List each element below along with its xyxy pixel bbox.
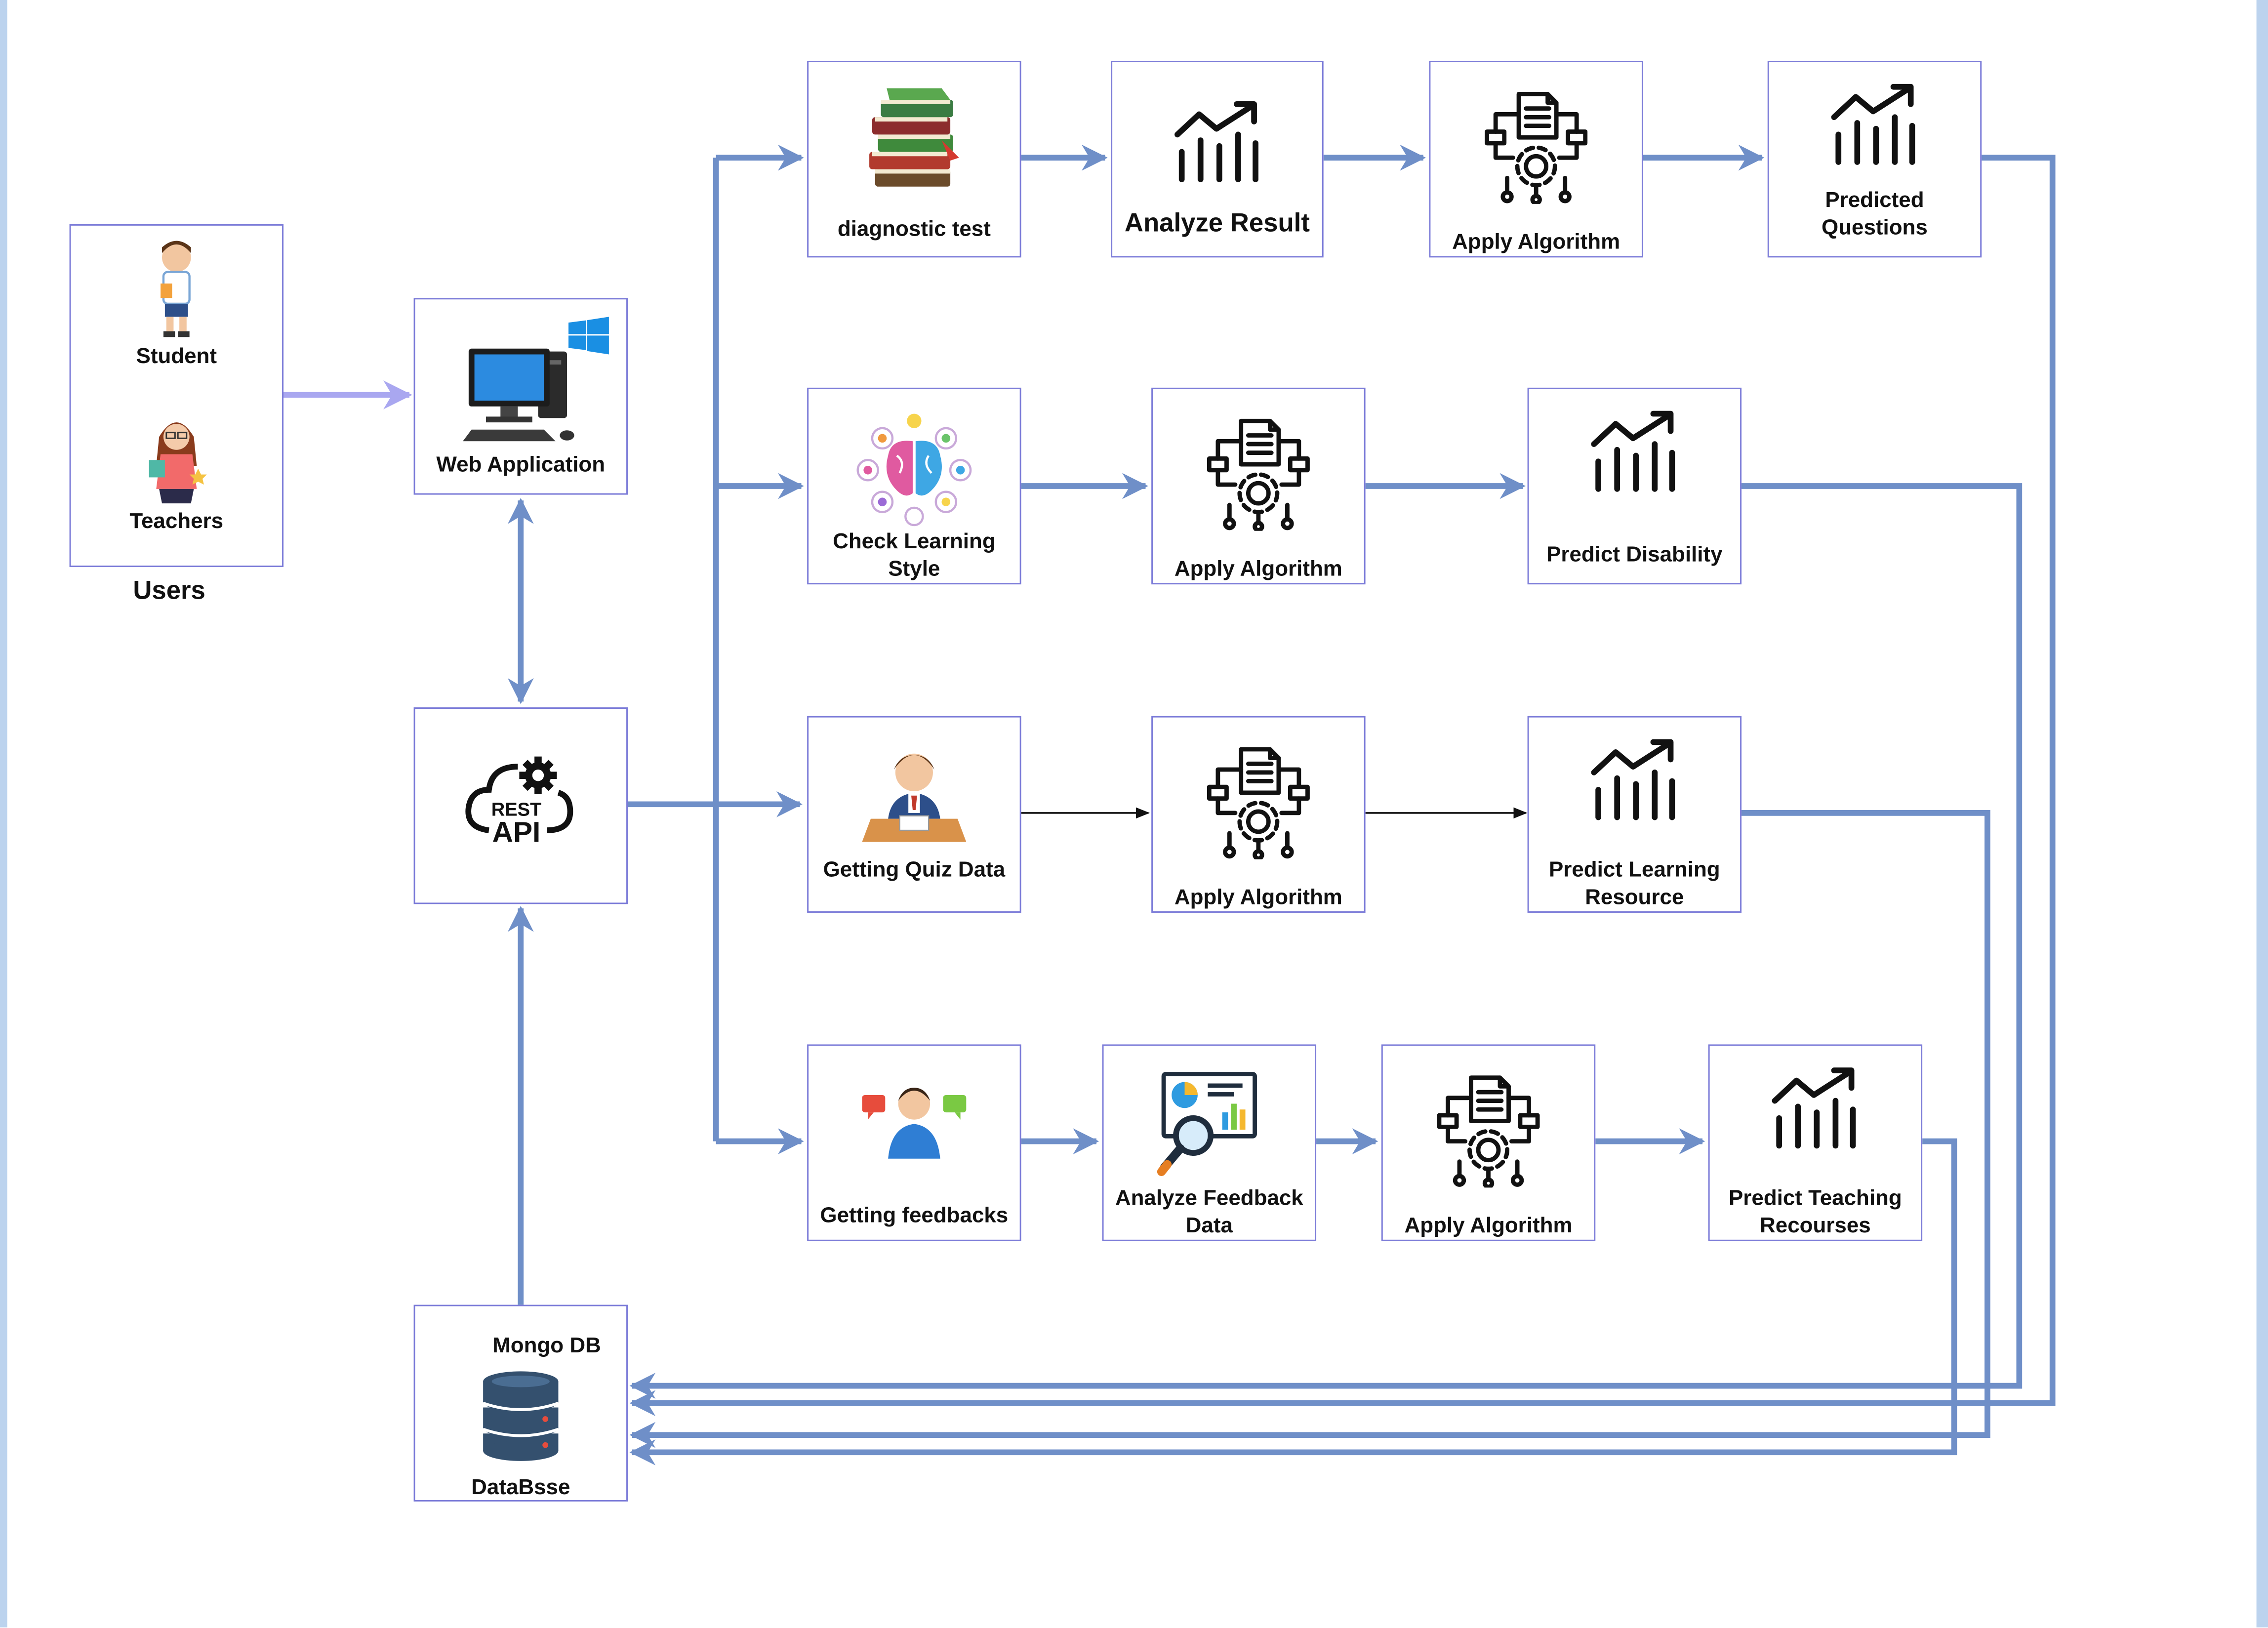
analyze-result-box: Analyze Result bbox=[1111, 61, 1324, 258]
chart-icon bbox=[1710, 1066, 1921, 1150]
database-box: Mongo DB DataBsse bbox=[413, 1304, 628, 1502]
return-row2 bbox=[629, 483, 2023, 1399]
apply-algorithm-box-3: Apply Algorithm bbox=[1151, 716, 1366, 913]
users-caption: Users bbox=[133, 575, 205, 605]
chart-icon bbox=[1112, 100, 1322, 184]
chart-icon bbox=[1769, 82, 1981, 166]
books-icon bbox=[809, 88, 1020, 193]
diagnostic-test-label: diagnostic test bbox=[837, 217, 991, 242]
check-learning-style-box: Check Learning Style bbox=[807, 387, 1021, 585]
database-icon bbox=[415, 1370, 627, 1462]
diagnostic-test-box: diagnostic test bbox=[807, 61, 1021, 258]
getting-quiz-data-box: Getting Quiz Data bbox=[807, 716, 1021, 913]
rest-api-cloud-icon: REST API bbox=[415, 752, 627, 848]
getting-feedbacks-label: Getting feedbacks bbox=[820, 1203, 1009, 1228]
predict-learning-resource-label: Predict Learning Resource bbox=[1548, 857, 1720, 910]
database-title: Mongo DB bbox=[492, 1334, 601, 1358]
apply-algorithm-box-1: Apply Algorithm bbox=[1429, 61, 1643, 258]
windows-logo-icon bbox=[568, 317, 609, 362]
algorithm-icon bbox=[1430, 88, 1642, 204]
check-learning-style-label: Check Learning Style bbox=[833, 529, 996, 582]
apply-algorithm-label-2: Apply Algorithm bbox=[1174, 557, 1342, 582]
api-text: API bbox=[492, 816, 541, 848]
predicted-questions-box: Predicted Questions bbox=[1767, 61, 1982, 258]
rest-text: REST bbox=[491, 800, 542, 820]
predict-disability-label: Predict Disability bbox=[1546, 542, 1723, 568]
apply-algorithm-label-1: Apply Algorithm bbox=[1452, 230, 1620, 255]
chart-icon bbox=[1529, 409, 1741, 493]
database-label: DataBsse bbox=[471, 1475, 570, 1500]
rest-api-box: REST API bbox=[413, 707, 628, 904]
apply-algorithm-box-4: Apply Algorithm bbox=[1381, 1044, 1596, 1241]
student-label: Student bbox=[136, 344, 217, 369]
analyze-feedback-data-box: Analyze Feedback Data bbox=[1102, 1044, 1317, 1241]
feedback-person-icon bbox=[809, 1081, 1020, 1165]
teacher-icon bbox=[71, 414, 283, 509]
return-row1 bbox=[629, 155, 2056, 1417]
predict-disability-box: Predict Disability bbox=[1527, 387, 1742, 585]
student-icon bbox=[71, 240, 283, 338]
chart-icon bbox=[1529, 738, 1741, 822]
algorithm-icon bbox=[1153, 415, 1364, 531]
desktop-computer-icon bbox=[415, 343, 627, 444]
apply-algorithm-label-3: Apply Algorithm bbox=[1174, 885, 1342, 910]
frame-right-border bbox=[2256, 0, 2268, 1628]
teachers-label: Teachers bbox=[129, 509, 224, 534]
analyze-result-label: Analyze Result bbox=[1124, 208, 1310, 238]
return-row4 bbox=[629, 1138, 1957, 1465]
users-box: Student Teachers bbox=[69, 224, 284, 568]
predict-teaching-recourses-label: Predict Teaching Recourses bbox=[1728, 1186, 1902, 1238]
apply-algorithm-label-4: Apply Algorithm bbox=[1404, 1214, 1573, 1238]
frame-left-border bbox=[0, 0, 7, 1628]
return-row3 bbox=[629, 810, 1990, 1448]
algorithm-icon bbox=[1153, 743, 1364, 859]
brain-icon bbox=[809, 409, 1020, 528]
web-application-box: Web Application bbox=[413, 298, 628, 495]
analyze-feedback-data-label: Analyze Feedback Data bbox=[1115, 1186, 1303, 1238]
predict-teaching-recourses-box: Predict Teaching Recourses bbox=[1708, 1044, 1923, 1241]
getting-feedbacks-box: Getting feedbacks bbox=[807, 1044, 1021, 1241]
web-application-label: Web Application bbox=[436, 452, 606, 478]
getting-quiz-data-label: Getting Quiz Data bbox=[823, 857, 1006, 883]
predict-learning-resource-box: Predict Learning Resource bbox=[1527, 716, 1742, 913]
algorithm-icon bbox=[1383, 1072, 1594, 1188]
student-writing-icon bbox=[809, 746, 1020, 845]
analytics-magnifier-icon bbox=[1104, 1069, 1315, 1176]
apply-algorithm-box-2: Apply Algorithm bbox=[1151, 387, 1366, 585]
predicted-questions-label: Predicted Questions bbox=[1822, 188, 1928, 241]
